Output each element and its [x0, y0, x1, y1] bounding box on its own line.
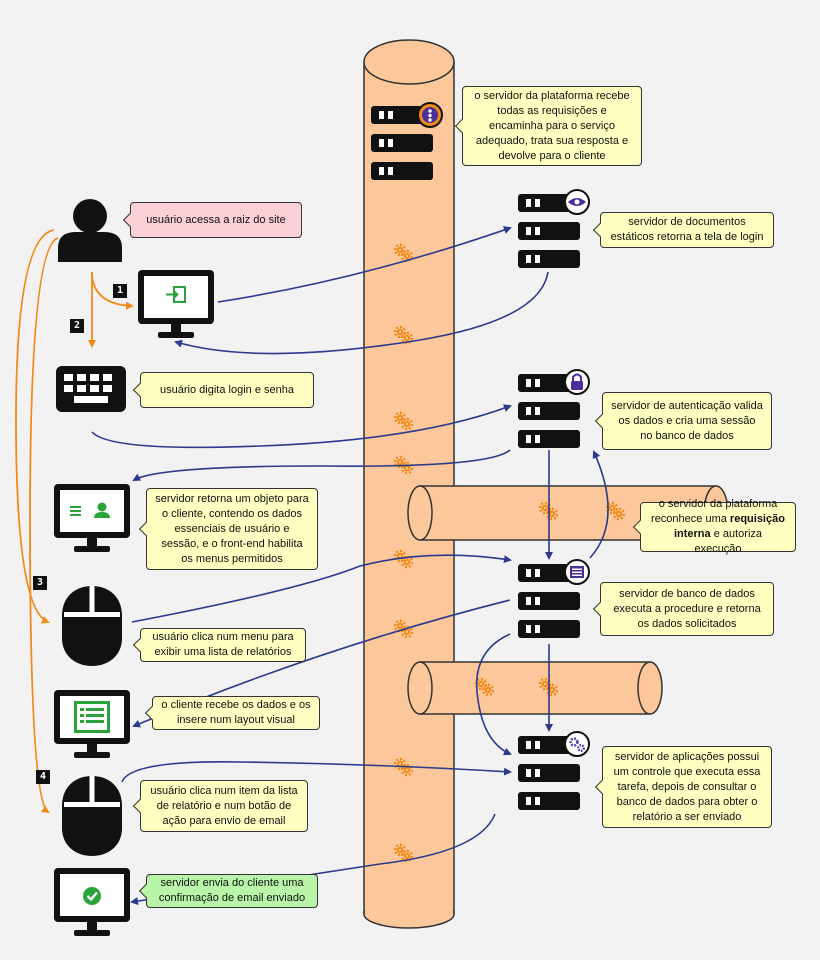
- internal-pipe-lower: [407, 661, 663, 715]
- mouse-icon-1: [62, 586, 122, 666]
- user-data-monitor: [54, 484, 130, 552]
- callout-client-layout-text: o cliente recebe os dados e os insere nu…: [161, 699, 311, 726]
- callout-menu-click: usuário clica num menu para exibir uma l…: [140, 628, 306, 662]
- callout-auth-server: servidor de autenticação valida os dados…: [602, 392, 772, 450]
- login-monitor: [138, 270, 214, 338]
- list-icon: [564, 559, 590, 585]
- callout-auth-server-text: servidor de autenticação valida os dados…: [611, 399, 763, 442]
- confirm-monitor: [54, 868, 130, 936]
- callout-login-typing: usuário digita login e senha: [140, 372, 314, 408]
- callout-platform: o servidor da plataforma recebe todas as…: [462, 86, 642, 166]
- callout-user-access: usuário acessa a raiz do site: [130, 202, 302, 238]
- internal-bold: requisição interna: [673, 513, 785, 540]
- eye-icon: [564, 189, 590, 215]
- internal-pre: o servidor da plataforma reconhece uma: [651, 498, 778, 525]
- callout-server-returns: servidor retorna um objeto para o client…: [146, 488, 318, 570]
- callout-email-confirm-text: servidor envia do cliente uma confirmaçã…: [158, 877, 306, 904]
- app-server: [518, 731, 590, 810]
- callout-docs-server: servidor de documentos estáticos retorna…: [600, 212, 774, 248]
- callout-db-server: servidor de banco de dados executa a pro…: [600, 582, 774, 636]
- callout-internal-request-text: o servidor da plataforma reconhece uma r…: [649, 497, 787, 557]
- callout-docs-server-text: servidor de documentos estáticos retorna…: [610, 216, 764, 243]
- step-badge-4: 4: [36, 770, 50, 784]
- lock-icon: [564, 369, 590, 395]
- check-icon: [83, 887, 101, 905]
- callout-user-access-text: usuário acessa a raiz do site: [146, 213, 286, 226]
- step-badge-1: 1: [113, 284, 127, 298]
- callout-server-returns-text: servidor retorna um objeto para o client…: [155, 492, 309, 565]
- login-icon: [166, 286, 186, 303]
- report-monitor: [54, 690, 130, 758]
- callout-item-click-text: usuário clica num item da lista de relat…: [150, 784, 298, 827]
- callout-platform-text: o servidor da plataforma recebe todas as…: [474, 89, 630, 162]
- docs-server: [518, 189, 590, 268]
- report-list-icon: [74, 701, 110, 733]
- keyboard-icon: [56, 366, 126, 412]
- user-card-icon: [70, 502, 110, 518]
- internal-post: e autoriza execução: [694, 528, 763, 555]
- db-server: [518, 559, 590, 638]
- gears-icon: [564, 731, 590, 757]
- callout-email-confirm: servidor envia do cliente uma confirmaçã…: [146, 874, 318, 908]
- step-badge-2: 2: [70, 319, 84, 333]
- step-badge-3: 3: [33, 576, 47, 590]
- callout-menu-click-text: usuário clica num menu para exibir uma l…: [152, 631, 294, 658]
- callout-app-server: servidor de aplicações possui um control…: [602, 746, 772, 828]
- auth-server: [518, 369, 590, 448]
- callout-login-typing-text: usuário digita login e senha: [160, 383, 294, 396]
- user-icon: [58, 199, 122, 262]
- traffic-light-icon: [417, 102, 443, 128]
- callout-db-server-text: servidor de banco de dados executa a pro…: [613, 587, 761, 630]
- callout-app-server-text: servidor de aplicações possui um control…: [613, 750, 761, 823]
- platform-server: [371, 102, 443, 180]
- callout-internal-request: o servidor da plataforma reconhece uma r…: [640, 498, 796, 555]
- callout-item-click: usuário clica num item da lista de relat…: [140, 780, 308, 832]
- mouse-icon-2: [62, 776, 122, 856]
- callout-client-layout: o cliente recebe os dados e os insere nu…: [152, 696, 320, 730]
